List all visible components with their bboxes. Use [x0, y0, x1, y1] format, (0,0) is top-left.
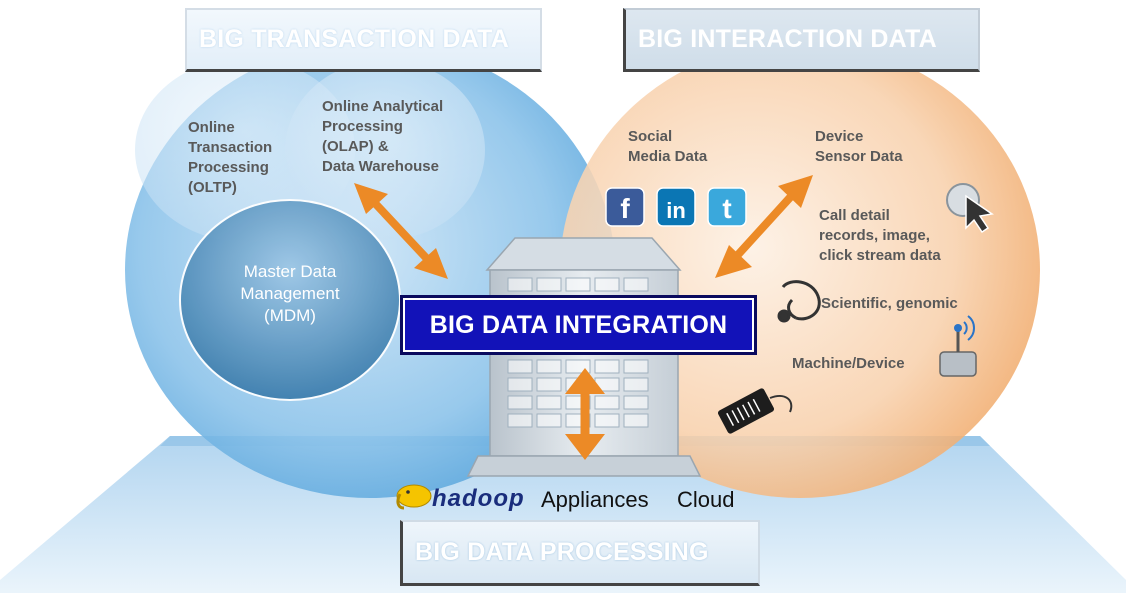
- rfid-tag-icon: [717, 388, 793, 434]
- oltp-line: Processing: [188, 159, 269, 176]
- device-line: Sensor Data: [815, 148, 903, 165]
- call-line: Call detail: [819, 207, 890, 224]
- hadoop-elephant-icon: [396, 484, 432, 510]
- hadoop-logo-text: hadoop: [432, 485, 525, 512]
- appliances-label: Appliances: [541, 487, 649, 512]
- twitter-icon: t: [707, 187, 747, 227]
- device-line: Device: [815, 128, 864, 145]
- banner-transaction-label: BIG TRANSACTION DATA: [199, 25, 509, 53]
- building-window: [594, 359, 620, 374]
- building-window: [594, 413, 620, 428]
- call-line: click stream data: [819, 247, 941, 264]
- olap-label: Online Analytical Processing (OLAP) & Da…: [322, 97, 443, 177]
- interaction-sphere: [560, 42, 1040, 498]
- machine-device-icon: [939, 315, 977, 377]
- olap-line: Online Analytical: [322, 98, 444, 115]
- building-window: [507, 277, 533, 292]
- machine-device-label: Machine/Device: [792, 355, 905, 372]
- olap-line: (OLAP) &: [322, 138, 389, 155]
- arrow-device-integration: [715, 175, 813, 278]
- building-window: [623, 359, 649, 374]
- building-window: [623, 277, 649, 292]
- mdm-line: Master Data: [243, 262, 337, 281]
- device-sensor-label: Device Sensor Data: [815, 127, 903, 167]
- mdm-line: Management: [240, 284, 340, 303]
- olap-sphere: [285, 60, 485, 240]
- arrow-olap-integration: [354, 183, 448, 279]
- building-window: [507, 395, 533, 410]
- building-window: [507, 413, 533, 428]
- stethoscope-icon: [777, 280, 821, 323]
- svg-text:t: t: [722, 193, 731, 224]
- banner-big-interaction-data: BIG INTERACTION DATA: [623, 8, 980, 72]
- cursor-click-icon: [946, 183, 994, 234]
- building-window: [623, 377, 649, 392]
- olap-line: Data Warehouse: [322, 158, 439, 175]
- cloud-label: Cloud: [677, 487, 735, 512]
- svg-text:f: f: [620, 193, 630, 224]
- mdm-label: Master Data Management (MDM): [210, 261, 370, 327]
- social-line: Social: [628, 128, 673, 145]
- building-window: [536, 395, 562, 410]
- banner-processing-label: BIG DATA PROCESSING: [415, 538, 709, 566]
- social-line: Media Data: [628, 148, 708, 165]
- building-window: [536, 377, 562, 392]
- linkedin-icon: in: [656, 187, 696, 227]
- oltp-line: (OLTP): [188, 179, 237, 196]
- banner-big-transaction-data: BIG TRANSACTION DATA: [185, 8, 542, 72]
- banner-integration-label: BIG DATA INTEGRATION: [429, 310, 728, 339]
- building-window: [536, 359, 562, 374]
- arrow-integration-processing: [565, 368, 605, 460]
- oltp-line: Transaction: [188, 139, 273, 156]
- oltp-label: Online Transaction Processing (OLTP): [188, 118, 272, 198]
- mdm-line: (MDM): [264, 306, 316, 325]
- building-window: [594, 395, 620, 410]
- building-window: [536, 413, 562, 428]
- banner-interaction-label: BIG INTERACTION DATA: [638, 25, 937, 53]
- facebook-icon: f: [605, 187, 645, 227]
- scientific-label: Scientific, genomic: [821, 295, 958, 312]
- svg-text:in: in: [666, 198, 686, 223]
- building-window: [565, 277, 591, 292]
- building-window: [594, 277, 620, 292]
- building-window: [507, 377, 533, 392]
- social-media-label: Social Media Data: [628, 127, 707, 167]
- banner-big-data-integration: BIG DATA INTEGRATION: [400, 295, 757, 355]
- oltp-line: Online: [188, 119, 235, 136]
- call-line: records, image,: [819, 227, 930, 244]
- building-window: [623, 395, 649, 410]
- building-window: [507, 359, 533, 374]
- building-window: [623, 413, 649, 428]
- building-window: [536, 277, 562, 292]
- banner-big-data-processing: BIG DATA PROCESSING: [400, 520, 760, 586]
- olap-line: Processing: [322, 118, 403, 135]
- call-detail-label: Call detail records, image, click stream…: [819, 206, 941, 266]
